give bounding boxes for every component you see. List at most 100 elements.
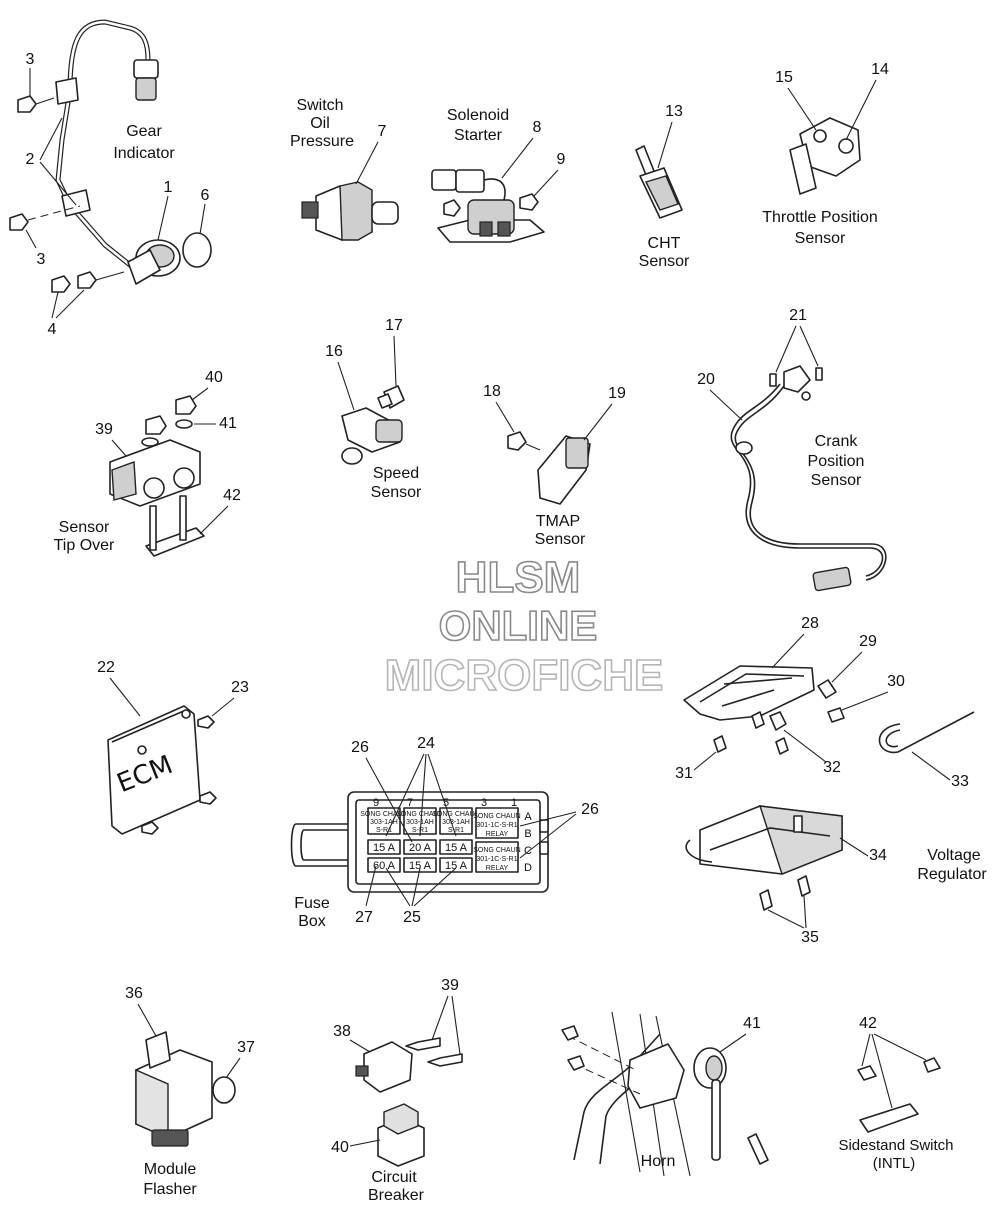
part-label-text: Pressure <box>290 133 354 150</box>
callout-40: 40 <box>331 1139 349 1156</box>
callout-8: 8 <box>533 119 542 136</box>
part-label-text: 3 <box>481 797 487 809</box>
watermark-line1: HLSM <box>456 553 581 602</box>
part-label-text: 60 A <box>373 860 396 872</box>
part-label-text: SONG CHAUN <box>360 811 407 818</box>
part-label-text: Sensor <box>371 484 422 501</box>
callout-17: 17 <box>385 317 403 334</box>
part-label-text: Sidestand Switch <box>838 1137 953 1154</box>
ecm-group: ECM 22 23 <box>97 659 249 835</box>
gear-indicator-group: 3 2 3 4 1 6 Gear Indicator <box>9 19 212 338</box>
part-label-text: SONG CHAUN <box>473 813 520 820</box>
part-label-text: Regulator <box>917 866 987 883</box>
callout-19: 19 <box>608 385 626 402</box>
callout-4: 4 <box>48 321 57 338</box>
part-label-text: 301-1C-S-R1 <box>476 856 517 863</box>
callout-16: 16 <box>325 343 343 360</box>
bracket-group: 28 29 30 31 32 33 <box>675 615 975 790</box>
part-label-text: Position <box>808 453 865 470</box>
callout-6: 6 <box>201 187 210 204</box>
callout-2: 2 <box>26 151 35 168</box>
part-label-text: Module <box>144 1161 197 1178</box>
part-label-text: Solenoid <box>447 107 509 124</box>
callout-39: 39 <box>95 421 113 438</box>
part-label-text: S-R1 <box>376 827 392 834</box>
part-label-text: Sensor <box>639 253 690 270</box>
part-label-text: Box <box>298 913 326 930</box>
callout-13: 13 <box>665 103 683 120</box>
sidestand-switch-group: 42 Sidestand Switch (INTL) <box>838 1015 953 1172</box>
callout-7: 7 <box>378 123 387 140</box>
callout-39: 39 <box>441 977 459 994</box>
part-label-text: 303-1AH <box>370 819 398 826</box>
part-label-text: (INTL) <box>873 1155 916 1172</box>
part-label-text: Switch <box>296 97 343 114</box>
part-label-text: Breaker <box>368 1187 425 1204</box>
part-label-text: 301-1C-S-R1 <box>476 822 517 829</box>
part-label-text: Circuit <box>371 1169 417 1186</box>
tmap-sensor-group: 18 19 TMAP Sensor <box>483 383 626 548</box>
part-label-text: RELAY <box>486 865 509 872</box>
fuse-box-group: SONG CHAUN 303-1AH S-R1 SONG CHAUN 303-1… <box>290 735 599 930</box>
part-label-text: CHT <box>648 235 681 252</box>
switch-oil-pressure-group: Switch Oil Pressure 7 <box>290 97 399 241</box>
callout-40: 40 <box>205 369 223 386</box>
part-label-text: Fuse <box>294 895 330 912</box>
callout-32: 32 <box>823 759 841 776</box>
part-label-text: 15 A <box>373 842 396 854</box>
part-label-text: Sensor <box>59 519 110 536</box>
part-label-text: B <box>524 828 531 840</box>
part-label-text: Flasher <box>143 1181 197 1198</box>
throttle-position-sensor-group: 14 15 Throttle Position Sensor <box>762 61 889 247</box>
part-label-text: D <box>524 862 532 874</box>
callout-3: 3 <box>37 251 46 268</box>
watermark: HLSM ONLINE MICROFICHE <box>384 552 664 701</box>
part-label-text: 15 A <box>409 860 432 872</box>
callout-9: 9 <box>557 151 566 168</box>
part-label-text: 15 A <box>445 842 468 854</box>
callout-41: 41 <box>743 1015 761 1032</box>
part-label-text: 303-1AH <box>406 819 434 826</box>
part-label-text: 303-1AH <box>442 819 470 826</box>
horn-group: 41 Horn <box>561 1011 769 1177</box>
part-label-text: 20 A <box>409 842 432 854</box>
part-label-text: Oil <box>310 115 330 132</box>
callout-29: 29 <box>859 633 877 650</box>
solenoid-starter-group: Solenoid Starter 8 9 <box>431 107 566 243</box>
part-label-text: Throttle Position <box>762 209 878 226</box>
callout-20: 20 <box>697 371 715 388</box>
callout-1: 1 <box>164 179 173 196</box>
part-label-text: A <box>524 811 532 823</box>
part-label-text: Crank <box>815 433 859 450</box>
callout-21: 21 <box>789 307 807 324</box>
part-label-text: SONG CHAUN <box>432 811 479 818</box>
part-label-text: Voltage <box>927 847 980 864</box>
part-label-text: 5 <box>443 797 449 809</box>
callout-25: 25 <box>403 909 421 926</box>
part-label-text: TMAP <box>536 513 580 530</box>
callout-30: 30 <box>887 673 905 690</box>
module-flasher-group: 36 37 Module Flasher <box>125 985 255 1198</box>
callout-14: 14 <box>871 61 889 78</box>
part-label-text: Speed <box>373 465 419 482</box>
part-label-text: Sensor <box>535 531 586 548</box>
part-label-text: 1 <box>511 797 517 809</box>
callout-34: 34 <box>869 847 887 864</box>
callout-42: 42 <box>223 487 241 504</box>
callout-28: 28 <box>801 615 819 632</box>
watermark-line2: ONLINE <box>439 602 598 649</box>
sensor-tip-over-group: 39 40 41 42 Sensor Tip Over <box>54 369 241 557</box>
callout-23: 23 <box>231 679 249 696</box>
part-label-text: Horn <box>641 1153 676 1170</box>
part-label-text: Sensor <box>811 472 862 489</box>
label-gear: Gear <box>126 123 162 140</box>
cht-sensor-group: 13 CHT Sensor <box>635 103 690 270</box>
part-label-text: S-R1 <box>448 827 464 834</box>
callout-18: 18 <box>483 383 501 400</box>
voltage-regulator-group: 34 35 Voltage Regulator <box>685 805 987 946</box>
callout-37: 37 <box>237 1039 255 1056</box>
callout-27: 27 <box>355 909 373 926</box>
part-label-text: SONG CHAUN <box>473 847 520 854</box>
part-label-text: Sensor <box>795 230 846 247</box>
